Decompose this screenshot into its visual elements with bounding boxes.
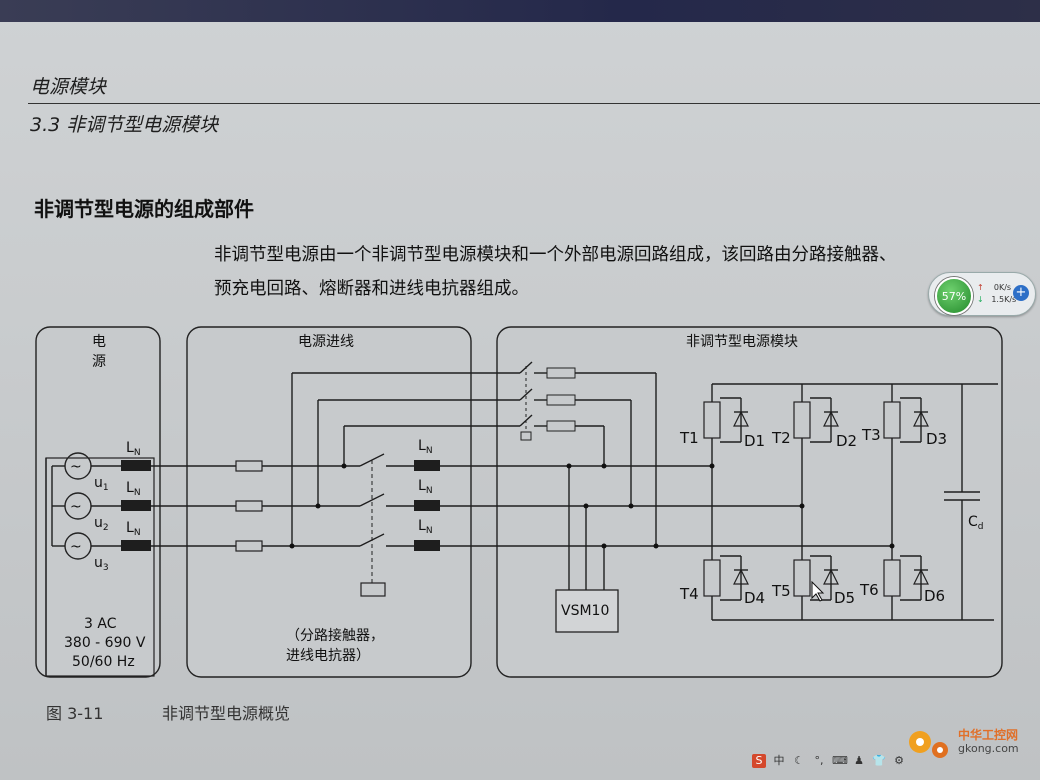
spec-line-1: 3 AC bbox=[84, 616, 117, 632]
moon-icon[interactable]: ☾ bbox=[794, 754, 804, 767]
tools-icon[interactable]: ⚙ bbox=[894, 754, 904, 767]
mouse-cursor-icon bbox=[811, 580, 825, 602]
module-title: 非调节型电源模块 bbox=[686, 334, 798, 350]
t3-label: T3 bbox=[861, 426, 881, 444]
input-box bbox=[186, 326, 472, 678]
svg-text:~: ~ bbox=[70, 499, 82, 515]
source-box bbox=[35, 326, 161, 678]
t4-label: T4 bbox=[679, 585, 699, 603]
source-title-1: 电 bbox=[92, 334, 106, 350]
svg-text:~: ~ bbox=[70, 539, 82, 555]
ime-toolbar[interactable]: S 中 ☾ °, ⌨ ♟ 👕 ⚙ bbox=[752, 749, 906, 773]
d6-label: D6 bbox=[924, 587, 945, 605]
d5-label: D5 bbox=[834, 589, 855, 607]
igbt-bottom: T4 D4 T5 D5 T6 D6 bbox=[679, 555, 945, 607]
module-box bbox=[496, 326, 1003, 678]
user-icon[interactable]: ♟ bbox=[854, 754, 864, 767]
shirt-icon[interactable]: 👕 bbox=[872, 754, 886, 767]
paragraph-line-2: 预充电回路、熔断器和进线电抗器组成。 bbox=[214, 279, 529, 299]
sogou-logo-icon[interactable]: S bbox=[752, 754, 766, 768]
circuit-diagram: .bx{fill:#c7cacc;stroke:#222;stroke-widt… bbox=[35, 326, 1003, 678]
source-title-2: 源 bbox=[92, 354, 106, 370]
download-speed: ↓ 1.5K/s bbox=[977, 295, 1017, 304]
input-title: 电源进线 bbox=[298, 334, 354, 350]
d3-label: D3 bbox=[926, 430, 947, 448]
t1-label: T1 bbox=[679, 429, 699, 447]
input-note-2: 进线电抗器） bbox=[286, 648, 370, 664]
figure-caption: 非调节型电源概览 bbox=[162, 704, 291, 723]
upload-speed: ↑ 0K/s bbox=[977, 283, 1012, 292]
paragraph-line-1: 非调节型电源由一个非调节型电源模块和一个外部电源回路组成，该回路由分路接触器、 bbox=[214, 245, 897, 265]
usage-gauge: 57% bbox=[935, 277, 973, 315]
vsm10-label: VSM10 bbox=[561, 603, 609, 619]
svg-text:~: ~ bbox=[70, 459, 82, 475]
network-speed-widget[interactable]: 57% ↑ 0K/s ↓ 1.5K/s + bbox=[928, 272, 1036, 316]
figure-number: 图 3-11 bbox=[46, 704, 104, 723]
ime-mode[interactable]: 中 bbox=[773, 754, 785, 767]
t6-label: T6 bbox=[859, 581, 879, 599]
d4-label: D4 bbox=[744, 589, 765, 607]
window-top-band bbox=[0, 0, 1040, 22]
d1-label: D1 bbox=[744, 432, 765, 450]
gkong-watermark: 中华工控网 gkong.com bbox=[900, 722, 1040, 762]
input-note-1: （分路接触器， bbox=[286, 627, 384, 644]
t2-label: T2 bbox=[771, 429, 791, 447]
t5-label: T5 bbox=[771, 582, 791, 600]
header-divider bbox=[28, 103, 1040, 104]
spec-line-3: 50/60 Hz bbox=[72, 654, 135, 670]
d2-label: D2 bbox=[836, 432, 857, 450]
section-header: 3.3 非调节型电源模块 bbox=[30, 114, 219, 136]
section-title: 非调节型电源的组成部件 bbox=[34, 197, 254, 221]
igbt-top: T1 D1 T2 D2 T3 D3 bbox=[679, 397, 947, 450]
expand-plus-icon[interactable]: + bbox=[1013, 285, 1029, 301]
keyboard-icon[interactable]: ⌨ bbox=[832, 754, 848, 767]
description-paragraph: 非调节型电源由一个非调节型电源模块和一个外部电源回路组成，该回路由分路接触器、 … bbox=[214, 238, 1034, 306]
gear-logo-icon bbox=[909, 731, 948, 758]
punctuation-icon[interactable]: °, bbox=[814, 754, 824, 767]
chapter-header: 电源模块 bbox=[30, 76, 107, 98]
watermark-site: 中华工控网 bbox=[958, 728, 1019, 742]
vsm10-box bbox=[555, 589, 619, 633]
watermark-url: gkong.com bbox=[958, 742, 1019, 755]
spec-line-2: 380 - 690 V bbox=[64, 635, 146, 651]
